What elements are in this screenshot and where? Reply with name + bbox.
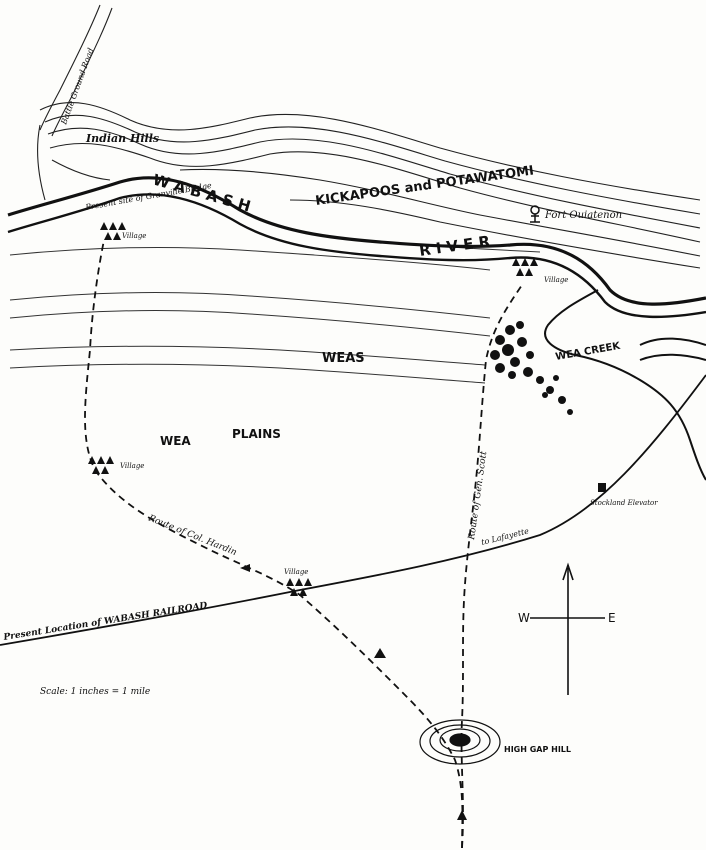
- high-gap-hill: [419, 719, 501, 765]
- label-river: R I V E R: [418, 232, 492, 260]
- village-bridge: [100, 222, 126, 240]
- label-indian-hills: Indian Hills: [85, 132, 159, 145]
- label-village-bridge: Village: [122, 232, 146, 240]
- label-village-railroad: Village: [284, 568, 308, 576]
- label-wea-plains-1: WEA: [160, 434, 191, 448]
- northwest-ridge-contours: [36, 4, 113, 201]
- label-wea-creek: WEA CREEK: [555, 341, 623, 363]
- label-route-hardin: Route of Col. Hardin: [146, 513, 238, 558]
- elevator-icon: [598, 483, 606, 492]
- label-fort: Fort Ouiatenon: [544, 210, 622, 221]
- route-arrow-south: [457, 810, 467, 820]
- wea-creek: [544, 289, 706, 481]
- label-village-northeast: Village: [544, 276, 568, 284]
- label-village-west: Village: [120, 462, 144, 470]
- fort-icon: [530, 205, 540, 223]
- north-bluff-contours: [39, 102, 701, 269]
- label-to-lafayette: to Lafayette: [480, 526, 530, 547]
- village-markers: [88, 222, 538, 596]
- woods-cluster: [490, 321, 573, 415]
- label-elevator: Stockland Elevator: [590, 499, 658, 507]
- label-railroad: Present Location of WABASH RAILROAD: [2, 601, 208, 643]
- compass-rose: [530, 562, 605, 695]
- label-battle-ground-road: Battle Ground Road: [59, 47, 95, 127]
- label-route-scott: Route of Gen. Scott: [467, 450, 490, 541]
- route-arrow-north: [374, 648, 386, 658]
- wabash-river: [7, 176, 706, 319]
- wabash-railroad-line: [0, 374, 706, 646]
- label-high-gap-hill: HIGH GAP HILL: [504, 745, 571, 754]
- compass-west-label: W: [518, 611, 530, 625]
- label-wea-plains-2: PLAINS: [232, 427, 281, 441]
- village-northeast: [512, 258, 538, 276]
- route-hardin: [84, 239, 464, 849]
- compass-east-label: E: [608, 611, 616, 625]
- route-arrow-west: [240, 564, 250, 572]
- label-scale: Scale: 1 inches = 1 mile: [40, 687, 150, 697]
- south-contours: [9, 244, 541, 384]
- label-weas: WEAS: [322, 351, 365, 366]
